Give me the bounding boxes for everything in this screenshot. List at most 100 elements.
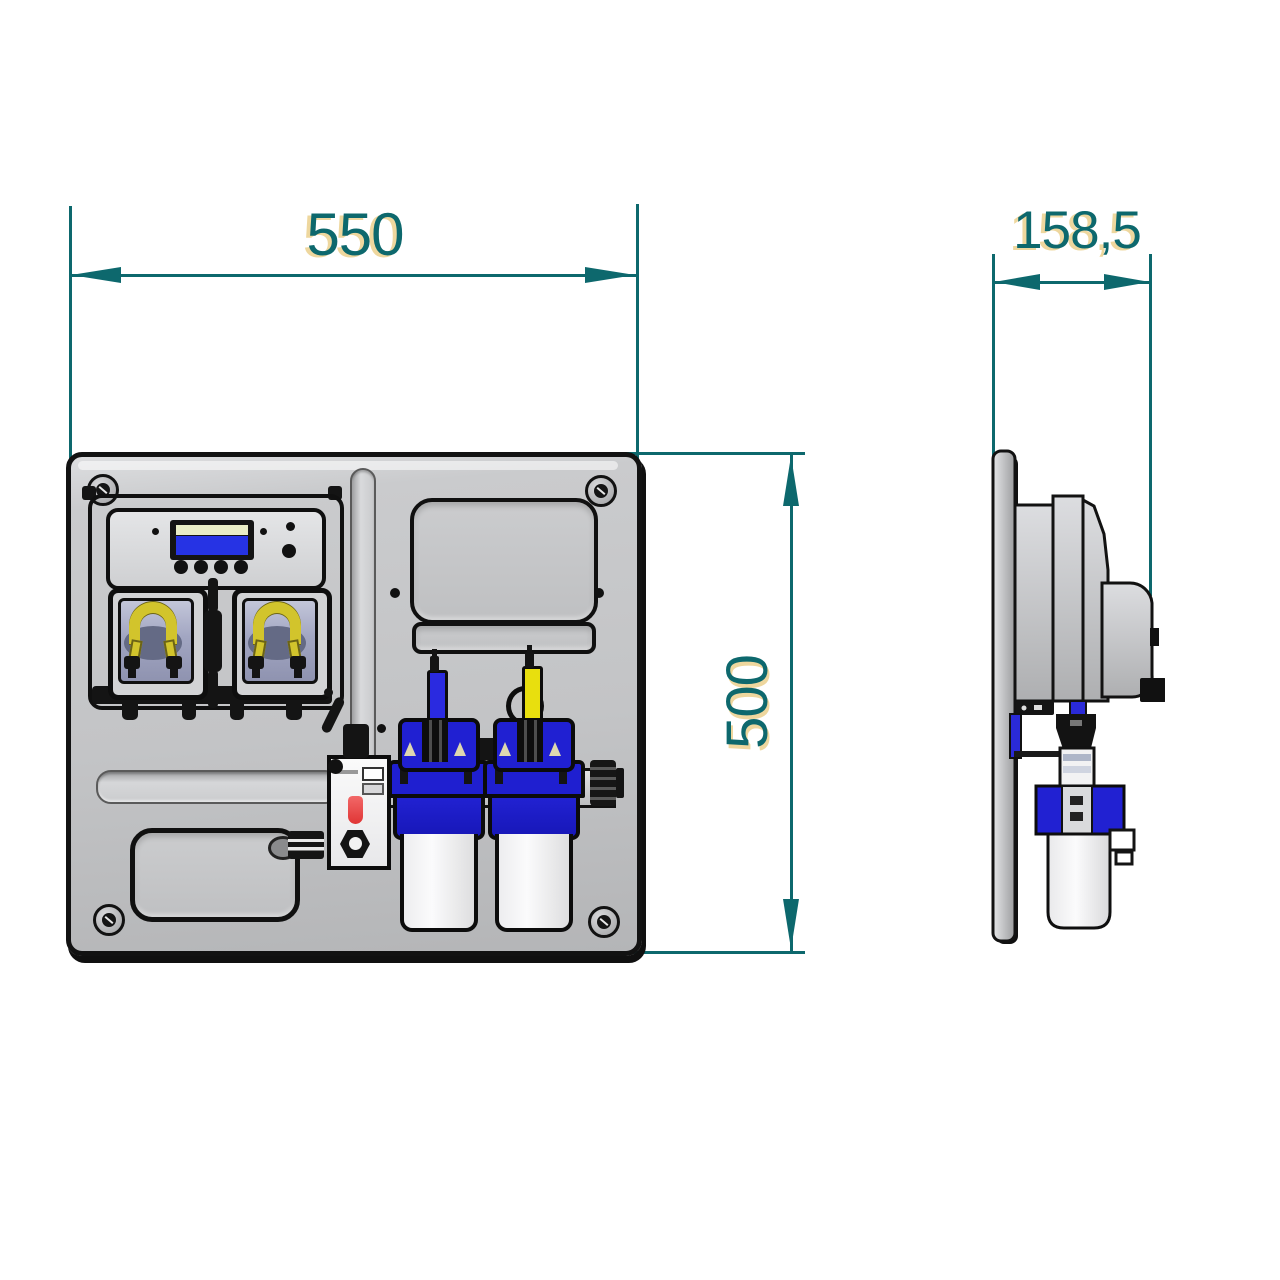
dimension-line — [71, 274, 637, 277]
arrowhead-left-icon — [994, 274, 1040, 290]
pump-left-tube — [129, 602, 177, 644]
side-fitting — [1108, 828, 1136, 852]
pump-head-foot — [1140, 678, 1166, 702]
probe-blue-cap — [430, 656, 439, 672]
flow-cell-port — [362, 783, 384, 795]
filter-collar-center — [1061, 785, 1093, 835]
side-view-svg — [991, 449, 1166, 944]
extension-line — [620, 452, 805, 455]
dim-label-front-width: 550 — [306, 201, 404, 268]
extension-line — [618, 951, 805, 954]
side-view — [990, 448, 1166, 948]
bracket-foot — [182, 704, 196, 720]
cover-recess-strip — [412, 622, 596, 654]
collar-notch — [400, 762, 408, 784]
flow-indicator-float — [348, 796, 363, 824]
screw-bottom-left-icon — [93, 904, 125, 936]
pump-right-nipple — [252, 669, 260, 678]
collar-mark — [1070, 796, 1083, 805]
collar-notch — [495, 762, 503, 784]
flow-cell-cable-tip — [324, 688, 333, 697]
manifold-side — [1014, 751, 1062, 757]
horizontal-groove — [96, 770, 340, 804]
mounting-bracket — [88, 494, 344, 710]
flow-cell-port — [362, 767, 384, 781]
pump-head-side — [1100, 581, 1154, 699]
pump-cable-connector — [204, 610, 222, 672]
probe-blue-tip — [432, 649, 437, 657]
lcd-strip — [176, 525, 248, 535]
probe-yellow-cap — [525, 652, 534, 668]
lcd-screen — [176, 536, 248, 555]
pump-right-tube — [253, 602, 301, 644]
pump-left-fitting — [166, 656, 182, 669]
arrowhead-right-icon — [1104, 274, 1150, 290]
dimension-line — [790, 454, 793, 953]
flow-cell-hex-center — [349, 837, 362, 850]
flow-cell-side-line — [1063, 754, 1091, 761]
controller-led — [152, 528, 159, 535]
extension-line — [69, 206, 72, 464]
pump-right-fitting — [248, 656, 264, 669]
inlet-fitting — [288, 831, 324, 859]
bracket-foot — [286, 704, 302, 720]
fitting-slot — [1034, 705, 1042, 710]
arrowhead-left-icon — [71, 267, 121, 283]
front-view — [66, 452, 642, 956]
pump-cable — [208, 670, 218, 708]
flow-cell-plug — [343, 724, 369, 758]
controller-knob — [282, 544, 296, 558]
filter-right-head-insert — [517, 720, 543, 762]
extension-line — [1149, 254, 1152, 596]
panel-hole — [594, 588, 604, 598]
probe-holder-side — [1056, 714, 1096, 752]
flow-cell-side-line — [1063, 766, 1091, 773]
blue-tube-side — [1009, 713, 1022, 759]
filter-left-bowl — [400, 834, 478, 932]
knurled-fitting — [590, 760, 616, 806]
side-fitting-small — [1114, 850, 1134, 866]
screw-top-right-icon — [585, 475, 617, 507]
knurled-fitting-cap — [616, 768, 624, 798]
filter-left-head-insert — [422, 720, 448, 762]
controller-led — [286, 522, 295, 531]
screw-bottom-right-icon — [588, 906, 620, 938]
panel-slab-side — [991, 449, 1017, 943]
fitting-dot — [1021, 705, 1027, 711]
extension-line — [636, 204, 639, 474]
panel-top-highlight — [78, 461, 618, 470]
pump-head-port — [1150, 628, 1159, 646]
dim-label-side-depth: 158,5 — [1013, 201, 1142, 260]
filter-right-bowl — [495, 834, 573, 932]
arrowhead-right-icon — [585, 267, 635, 283]
controller-button — [174, 560, 188, 574]
bracket-foot — [230, 704, 244, 720]
pump-right-nipple — [294, 669, 302, 678]
collar-mark — [1070, 812, 1083, 821]
controller-button — [214, 560, 228, 574]
panel-hole — [377, 724, 386, 733]
controller-button — [194, 560, 208, 574]
pump-left-nipple — [128, 669, 136, 678]
dimension-line — [994, 281, 1150, 284]
collar-notch — [559, 762, 567, 784]
cover-recess — [410, 498, 598, 624]
flow-cell-screw — [328, 759, 343, 774]
collar-notch — [464, 762, 472, 784]
pump-left-nipple — [170, 669, 178, 678]
pump-cable — [208, 578, 218, 612]
bracket-foot — [122, 704, 138, 720]
enclosure-back — [1013, 503, 1057, 703]
probe-yellow-tip — [527, 645, 532, 653]
pump-right-fitting — [290, 656, 306, 669]
dim-label-front-height: 500 — [715, 655, 780, 749]
panel-hole — [390, 588, 400, 598]
pump-left-fitting — [124, 656, 140, 669]
extension-line — [992, 254, 995, 464]
flow-cell-line — [336, 770, 358, 774]
enclosure-mid — [1051, 494, 1085, 703]
controller-led — [260, 528, 267, 535]
probe-holder-mark — [1070, 720, 1082, 726]
arrowhead-down-icon — [783, 899, 799, 949]
